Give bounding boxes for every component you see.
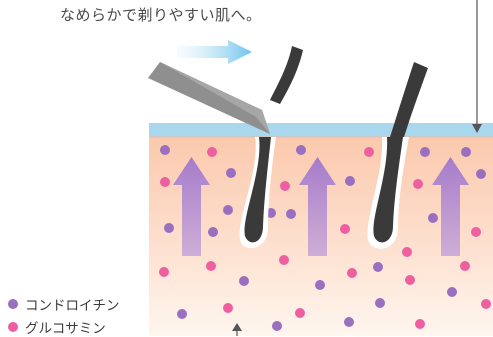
chondroitin-dot	[428, 213, 438, 223]
chondroitin-dot	[266, 208, 276, 218]
glucosamine-dot	[364, 147, 374, 157]
pink-dots	[159, 147, 491, 329]
glucosamine-dot	[347, 268, 357, 278]
chondroitin-dot	[461, 147, 471, 157]
chondroitin-dot	[476, 169, 486, 179]
upward-arrow-icon	[173, 157, 210, 256]
water-layer	[149, 123, 493, 137]
legend-label: グルコサミン	[25, 321, 106, 337]
glucosamine-dot	[206, 261, 216, 271]
chondroitin-dot	[375, 298, 385, 308]
purple-dot-icon	[8, 299, 18, 309]
chondroitin-dot	[345, 176, 355, 186]
razor-blade	[148, 62, 270, 134]
chondroitin-dot	[208, 227, 218, 237]
glucosamine-dot	[413, 179, 423, 189]
hair-follicle-left	[239, 137, 276, 249]
chondroitin-dot	[447, 287, 457, 297]
upward-arrow-icon	[432, 157, 469, 256]
hair-cut-stub	[270, 46, 303, 104]
glucosamine-dot	[207, 147, 217, 157]
glucosamine-dot	[460, 261, 470, 271]
hair-follicle-right	[367, 137, 409, 249]
chondroitin-dot	[420, 147, 430, 157]
purple-dots	[160, 145, 486, 331]
glucosamine-dot	[402, 247, 412, 257]
hair-long	[390, 62, 428, 137]
chondroitin-dot	[272, 321, 282, 331]
upward-arrows	[173, 157, 469, 256]
glucosamine-dot	[159, 267, 169, 277]
chondroitin-dot	[239, 276, 249, 286]
chondroitin-dot	[344, 317, 354, 327]
glucosamine-dot	[481, 299, 491, 309]
glucosamine-dot	[295, 308, 305, 318]
motion-arrow-icon	[177, 40, 252, 64]
legend-item-glucosamine: グルコサミン	[8, 317, 106, 337]
glucosamine-dot	[279, 255, 289, 265]
glucosamine-dot	[160, 177, 170, 187]
legend-item-chondroitin: コンドロイチン	[8, 294, 120, 314]
chondroitin-dot	[164, 223, 174, 233]
chondroitin-dot	[177, 309, 187, 319]
glucosamine-dot	[340, 224, 350, 234]
glucosamine-dot	[405, 275, 415, 285]
chondroitin-dot	[286, 209, 296, 219]
caption-text: なめらかで剃りやすい肌へ。	[60, 6, 262, 24]
glucosamine-dot	[280, 181, 290, 191]
chondroitin-dot	[160, 145, 170, 155]
glucosamine-dot	[223, 303, 233, 313]
upward-arrow-icon	[299, 157, 336, 256]
glucosamine-dot	[471, 227, 481, 237]
chondroitin-dot	[315, 280, 325, 290]
glucosamine-dot	[415, 319, 425, 329]
legend-label: コンドロイチン	[25, 298, 120, 314]
pink-dot-icon	[8, 322, 18, 332]
chondroitin-dot	[223, 205, 233, 215]
chondroitin-dot	[296, 145, 306, 155]
chondroitin-dot	[226, 168, 236, 178]
chondroitin-dot	[373, 262, 383, 272]
